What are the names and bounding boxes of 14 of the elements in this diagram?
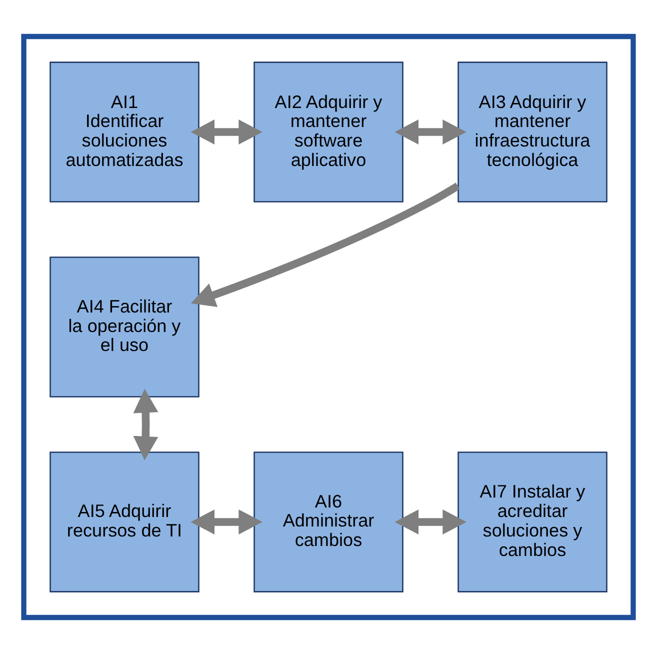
arrow bbox=[394, 120, 466, 145]
arrow bbox=[133, 388, 158, 460]
cluster bbox=[21, 34, 636, 620]
arrow bbox=[394, 509, 466, 534]
node-box: AI7 Instalar y acreditar soluciones y cambios bbox=[458, 452, 608, 592]
arrow bbox=[190, 509, 262, 534]
arrow bbox=[190, 120, 262, 145]
node-box: AI3 Adquirir y mantener infraestructura tecnológica bbox=[458, 62, 608, 202]
node-box: AI5 Adquirir recursos de TI bbox=[50, 452, 200, 592]
node-box: AI6 Administrar cambios bbox=[254, 452, 404, 592]
node-box: AI4 Facilitar la operación y el uso bbox=[50, 256, 200, 398]
node-box: AI2 Adquirir y mantener software aplicativo bbox=[254, 62, 404, 202]
node-box: AI1 Identificar soluciones automatizadas bbox=[50, 62, 200, 202]
arrow bbox=[190, 182, 460, 308]
